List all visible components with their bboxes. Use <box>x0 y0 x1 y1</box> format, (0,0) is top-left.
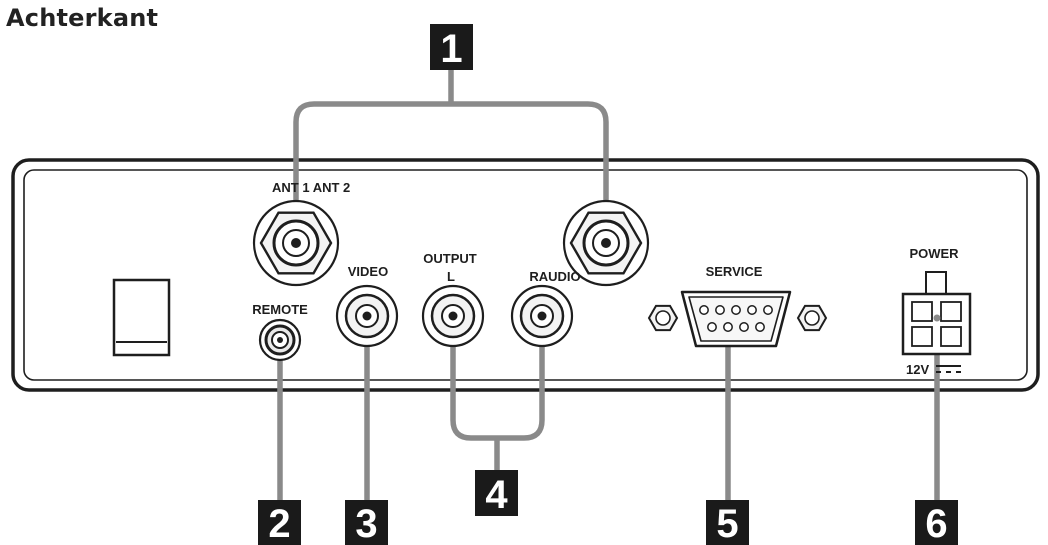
callout-2-number: 2 <box>268 502 290 545</box>
callout-5-number: 5 <box>716 502 738 545</box>
callout-5: 5 <box>706 500 749 545</box>
page-title: Achterkant <box>6 4 159 32</box>
power-label: POWER <box>909 246 959 261</box>
service-screw-left <box>647 304 679 332</box>
video-label: VIDEO <box>348 264 388 279</box>
service-screw-right <box>796 304 828 332</box>
service-label: SERVICE <box>706 264 763 279</box>
leader-1 <box>293 67 609 241</box>
callout-6-number: 6 <box>925 502 947 545</box>
callout-1: 1 <box>430 24 473 71</box>
video-jack <box>335 284 399 348</box>
output-l-label: L <box>447 269 455 284</box>
power-switch <box>112 278 171 357</box>
ant-label: ANT 1 ANT 2 <box>272 180 350 195</box>
audio-left-jack <box>421 284 485 348</box>
voltage-label: 12V <box>906 362 929 377</box>
leader-4 <box>450 317 545 473</box>
remote-label: REMOTE <box>252 302 308 317</box>
callout-3-number: 3 <box>355 502 377 545</box>
panel-labels: ANT 1 ANT 2 REMOTE VIDEO OUTPUT L RAUDIO… <box>252 180 959 377</box>
callout-2: 2 <box>258 500 301 545</box>
audio-right-jack <box>510 284 574 348</box>
callout-6: 6 <box>915 500 958 545</box>
output-label: OUTPUT <box>423 251 477 266</box>
callout-4-number: 4 <box>485 473 508 517</box>
service-pins <box>699 305 773 332</box>
remote-jack <box>258 318 302 362</box>
dc-symbol <box>936 365 961 373</box>
callout-4: 4 <box>475 470 518 517</box>
antenna-connector-1 <box>252 199 340 287</box>
callout-1-number: 1 <box>440 27 462 71</box>
service-connector <box>647 290 828 348</box>
leader-lines <box>277 67 940 503</box>
power-connector <box>901 271 972 356</box>
raudio-label: RAUDIO <box>529 269 580 284</box>
antenna-connector-2 <box>562 199 650 287</box>
callout-3: 3 <box>345 500 388 545</box>
